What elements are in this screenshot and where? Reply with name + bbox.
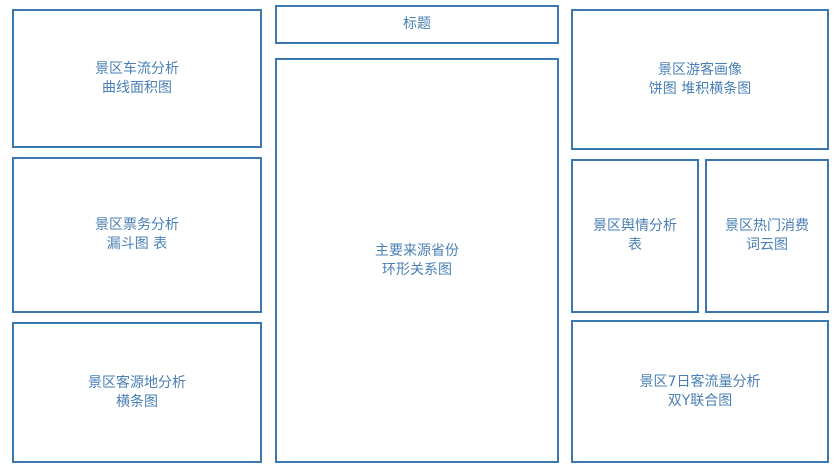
- traffic-analysis-panel: 景区车流分析 曲线面积图: [12, 9, 262, 148]
- title-panel-label: 标题: [403, 16, 431, 32]
- public-sentiment-chart-type: 表: [628, 237, 642, 253]
- public-sentiment-label: 景区舆情分析: [593, 218, 677, 234]
- popular-spending-label: 景区热门消费: [725, 218, 809, 234]
- popular-spending-panel: 景区热门消费 词云图: [705, 159, 829, 313]
- visitor-profile-panel: 景区游客画像 饼图 堆积横条图: [571, 9, 829, 150]
- title-panel: 标题: [275, 5, 559, 44]
- source-provinces-panel: 主要来源省份 环形关系图: [275, 58, 559, 463]
- traffic-analysis-chart-type: 曲线面积图: [102, 79, 172, 96]
- visitor-origin-chart-type: 横条图: [116, 393, 158, 410]
- source-provinces-chart-type: 环形关系图: [382, 261, 452, 278]
- visitor-origin-panel: 景区客源地分析 横条图: [12, 322, 262, 463]
- seven-day-flow-chart-type: 双Y联合图: [667, 392, 733, 409]
- source-provinces-label: 主要来源省份: [375, 242, 459, 259]
- seven-day-flow-panel: 景区7日客流量分析 双Y联合图: [571, 320, 829, 463]
- seven-day-flow-label: 景区7日客流量分析: [639, 373, 761, 390]
- visitor-profile-label: 景区游客画像: [658, 61, 742, 78]
- popular-spending-chart-type: 词云图: [746, 237, 788, 253]
- visitor-origin-label: 景区客源地分析: [88, 374, 186, 391]
- visitor-profile-chart-type: 饼图 堆积横条图: [648, 80, 752, 97]
- ticket-analysis-label: 景区票务分析: [95, 217, 179, 233]
- ticket-analysis-chart-type: 漏斗图 表: [106, 236, 168, 252]
- traffic-analysis-label: 景区车流分析: [95, 60, 179, 77]
- public-sentiment-panel: 景区舆情分析 表: [571, 159, 699, 313]
- ticket-analysis-panel: 景区票务分析 漏斗图 表: [12, 157, 262, 313]
